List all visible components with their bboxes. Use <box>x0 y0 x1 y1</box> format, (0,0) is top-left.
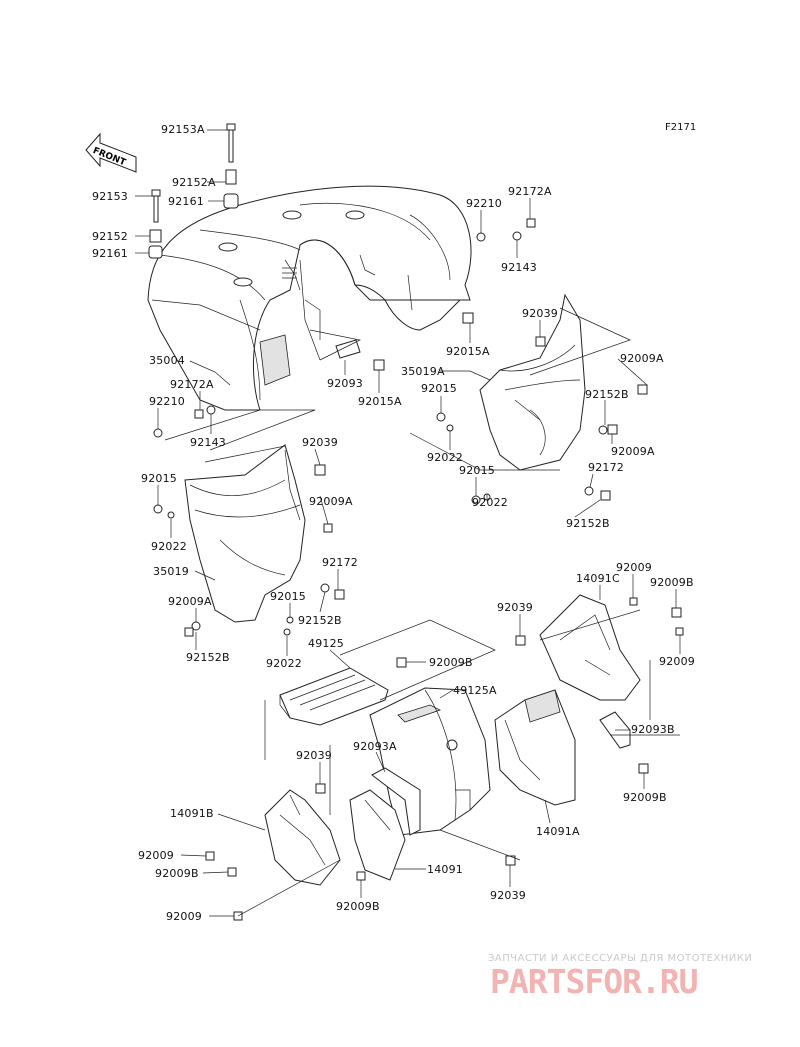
front-arrow-icon <box>85 132 137 173</box>
bracket-14091 <box>349 789 406 881</box>
part-number-label[interactable]: 92093 <box>327 377 363 390</box>
part-number-label[interactable]: 14091B <box>170 807 214 820</box>
part-number-label[interactable]: 92022 <box>427 451 463 464</box>
part-number-label[interactable]: 92015A <box>446 345 490 358</box>
part-number-label[interactable]: 92152B <box>186 651 230 664</box>
part-number-label[interactable]: 14091A <box>536 825 580 838</box>
part-number-label[interactable]: 92153A <box>161 123 205 136</box>
part-number-label[interactable]: 35004 <box>149 354 185 367</box>
part-number-label[interactable]: 92152B <box>566 517 610 530</box>
part-number-label[interactable]: 92009 <box>166 910 202 923</box>
part-number-label[interactable]: 49125A <box>453 684 497 697</box>
part-number-label[interactable]: 92039 <box>490 889 526 902</box>
watermark-caption: ЗАПЧАСТИ И АКСЕССУАРЫ ДЛЯ МОТОТЕХНИКИ <box>488 953 753 964</box>
part-number-label[interactable]: 35019A <box>401 365 445 378</box>
collar-92152 <box>149 229 162 243</box>
part-number-label[interactable]: 92093A <box>353 740 397 753</box>
part-number-label[interactable]: 35019 <box>153 565 189 578</box>
part-number-label[interactable]: 92009 <box>659 655 695 668</box>
part-number-label[interactable]: 92015 <box>270 590 306 603</box>
part-number-label[interactable]: 92009B <box>155 867 199 880</box>
part-number-label[interactable]: 14091C <box>576 572 620 585</box>
part-number-label[interactable]: 92039 <box>497 601 533 614</box>
part-number-label[interactable]: 92015A <box>358 395 402 408</box>
part-number-label[interactable]: 92152B <box>298 614 342 627</box>
panel-14091A <box>494 689 576 806</box>
assembly-lines <box>164 307 680 861</box>
part-number-label[interactable]: 92022 <box>472 496 508 509</box>
part-number-label[interactable]: 92093B <box>631 723 675 736</box>
part-number-label[interactable]: 92009B <box>336 900 380 913</box>
part-number-label[interactable]: 92161 <box>92 247 128 260</box>
side-cover-35019 <box>184 444 306 623</box>
part-number-label[interactable]: 92009A <box>611 445 655 458</box>
part-number-label[interactable]: 92143 <box>190 436 226 449</box>
part-number-label[interactable]: 92009B <box>429 656 473 669</box>
part-number-label[interactable]: 92009B <box>623 791 667 804</box>
collar-92152A <box>225 169 237 185</box>
part-number-label[interactable]: 92015 <box>459 464 495 477</box>
part-number-label[interactable]: 92143 <box>501 261 537 274</box>
side-cover-35019A <box>479 293 586 471</box>
rubber-92161-upper <box>223 193 239 209</box>
bolt-92153 <box>151 189 161 223</box>
part-number-label[interactable]: 92172 <box>588 461 624 474</box>
figure-code: F2171 <box>665 122 697 133</box>
part-number-label[interactable]: 92153 <box>92 190 128 203</box>
strip-92093 <box>335 339 361 359</box>
rear-fender-35004 <box>147 185 472 411</box>
part-number-label[interactable]: 92172 <box>322 556 358 569</box>
part-number-label[interactable]: 92009 <box>616 561 652 574</box>
part-number-label[interactable]: 92009B <box>650 576 694 589</box>
bolt-92153A <box>226 123 236 163</box>
strip-92093A <box>371 767 421 836</box>
part-number-label[interactable]: 92022 <box>266 657 302 670</box>
part-number-label[interactable]: 92152B <box>585 388 629 401</box>
part-number-label[interactable]: 92172A <box>508 185 552 198</box>
leader-lines <box>135 129 681 917</box>
panel-14091B <box>264 789 341 886</box>
panel-14091C <box>539 594 641 701</box>
part-number-label[interactable]: 14091 <box>427 863 463 876</box>
part-number-label[interactable]: 92210 <box>466 197 502 210</box>
rubber-92161-lower <box>148 245 163 259</box>
part-number-label[interactable]: 92009A <box>620 352 664 365</box>
part-number-label[interactable]: 92172A <box>170 378 214 391</box>
part-number-label[interactable]: 92009A <box>168 595 212 608</box>
watermark-brand: PARTSFOR.RU <box>490 962 699 1001</box>
part-number-label[interactable]: 92152 <box>92 230 128 243</box>
part-number-label[interactable]: 92015 <box>141 472 177 485</box>
part-number-label[interactable]: 92152A <box>172 176 216 189</box>
part-number-label[interactable]: 92210 <box>149 395 185 408</box>
part-number-label[interactable]: 92039 <box>522 307 558 320</box>
part-number-label[interactable]: 92009A <box>309 495 353 508</box>
part-number-label[interactable]: 92039 <box>302 436 338 449</box>
part-number-label[interactable]: 92161 <box>168 195 204 208</box>
part-number-label[interactable]: 92022 <box>151 540 187 553</box>
part-number-label[interactable]: 92015 <box>421 382 457 395</box>
part-number-label[interactable]: 92039 <box>296 749 332 762</box>
part-number-label[interactable]: 49125 <box>308 637 344 650</box>
part-number-label[interactable]: 92009 <box>138 849 174 862</box>
